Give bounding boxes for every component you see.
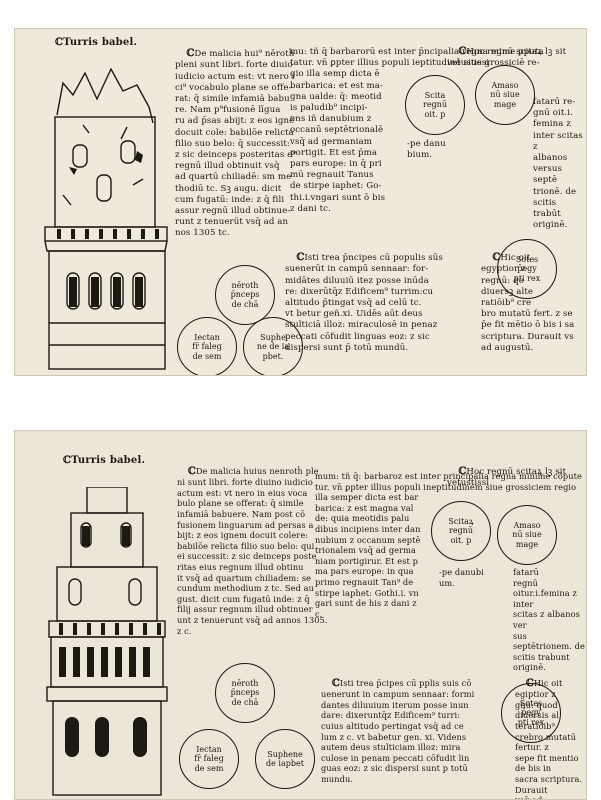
passage-barbarica: mum: tñ q̄: barbaroz est inter principal… xyxy=(315,471,582,619)
passage-barbarica: mu: tñ q̄ barbarorū est inter p̄ncipalia… xyxy=(290,47,544,214)
circle-suphene: Suphe ne de ia pbet. xyxy=(243,317,303,375)
facsimile-panel-bottom: ℂTurris babel. xyxy=(14,430,587,800)
passage-scita-heading: ℂHoc regnū scitaꝝ lꝫ sit vetustissi xyxy=(447,466,569,489)
circle-iectan: Iectan fr̄ faleg de sem xyxy=(179,729,239,789)
passage-scita-body: fatarū re- gnū oit.i. femina z inter sci… xyxy=(533,97,583,231)
tower-of-babel-woodcut xyxy=(44,67,168,370)
circle-sotes: Sotes p̄egy pti rex xyxy=(497,239,557,299)
circle-nerot: nēroth p̄nceps de chā xyxy=(215,663,275,723)
scita-tail-text: -pe danu bium. xyxy=(407,139,446,161)
circle-suphene: Suphene de iapbet xyxy=(255,729,315,789)
circle-amaso: Amaso nū siue mage xyxy=(475,65,535,125)
circle-amaso: Amaso nū siue mage xyxy=(497,505,557,565)
circle-sotes: Sotes p̄egy pti rex xyxy=(501,683,561,743)
passage-malicia: ℂDe malicia hui⁹ nērotḣ pleni sunt libri… xyxy=(175,48,296,239)
passage-egypt: ℂHic oit egyptior z regnū: q̄o diuersꝫ a… xyxy=(481,252,575,353)
passage-scita-heading: ℂHoc regnū scitaꝝ lꝫ sit vetustissi xyxy=(447,46,569,69)
facsimile-panel-top: ℂTurris babel. xyxy=(14,28,587,376)
circle-scita: Scita regnū oit. p xyxy=(405,75,465,135)
tower-of-babel-woodcut xyxy=(46,487,168,796)
passage-isti-trea: ℂIsti trea p̄ncipes cū populis sūs suene… xyxy=(285,252,443,353)
passage-isti-trea: ℂIsti trea p̄cipes cū pplis suis cō uene… xyxy=(321,677,475,784)
tower-title: ℂTurris babel. xyxy=(55,37,138,48)
passage-egypt: ℂHic oit egiptior z gnū: quod diuersis a… xyxy=(515,677,583,799)
passage-malicia: ℂDe malicia huius nenrotḣ ple ni sunt li… xyxy=(177,465,328,636)
circle-scita: Scitaꝝ regnū oit. p xyxy=(431,501,491,561)
circle-iectan: Iectan fr̄ faleg de sem xyxy=(177,317,237,375)
scita-tail-text: -pe danubi um. xyxy=(439,567,484,588)
circle-nerot: nēroth p̄nceps de chā xyxy=(215,265,275,325)
tower-title: ℂTurris babel. xyxy=(63,455,146,466)
passage-scita-body: fatarū regnū oitur.i.femina z inter scit… xyxy=(513,567,585,673)
